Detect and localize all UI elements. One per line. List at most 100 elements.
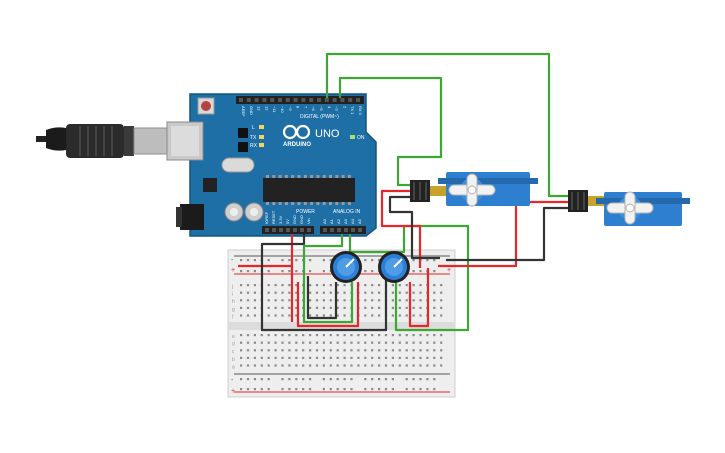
digital-pin-hole[interactable] — [278, 98, 282, 102]
terminal-hole[interactable] — [246, 341, 250, 344]
terminal-hole[interactable] — [350, 356, 353, 359]
terminal-hole[interactable] — [391, 349, 394, 352]
terminal-hole[interactable] — [336, 364, 339, 367]
terminal-hole[interactable] — [322, 299, 325, 302]
terminal-hole[interactable] — [288, 291, 291, 294]
terminal-hole[interactable] — [322, 341, 325, 344]
digital-pin-hole[interactable] — [270, 98, 275, 102]
terminal-hole[interactable] — [246, 306, 250, 309]
rail-hole[interactable] — [426, 259, 429, 262]
terminal-hole[interactable] — [440, 334, 443, 337]
terminal-hole[interactable] — [309, 349, 312, 352]
terminal-hole[interactable] — [391, 299, 394, 302]
rail-hole[interactable] — [371, 259, 374, 262]
terminal-hole[interactable] — [274, 349, 277, 352]
terminal-hole[interactable] — [274, 341, 277, 344]
rail-hole[interactable] — [246, 259, 250, 262]
terminal-hole[interactable] — [274, 356, 277, 359]
terminal-hole[interactable] — [336, 334, 339, 337]
terminal-hole[interactable] — [364, 299, 367, 302]
rail-hole[interactable] — [253, 270, 256, 273]
analog-pin-hole[interactable] — [358, 228, 362, 232]
terminal-hole[interactable] — [412, 356, 415, 359]
terminal-hole[interactable] — [378, 364, 381, 367]
terminal-hole[interactable] — [281, 349, 284, 352]
terminal-hole[interactable] — [364, 306, 367, 309]
terminal-hole[interactable] — [309, 291, 312, 294]
terminal-hole[interactable] — [412, 334, 415, 337]
digital-pin-hole[interactable] — [301, 98, 306, 102]
rail-hole[interactable] — [240, 388, 243, 391]
terminal-hole[interactable] — [295, 291, 298, 294]
terminal-hole[interactable] — [288, 334, 291, 337]
terminal-hole[interactable] — [398, 299, 401, 302]
terminal-hole[interactable] — [391, 334, 394, 337]
terminal-hole[interactable] — [350, 349, 353, 352]
rail-hole[interactable] — [288, 259, 291, 262]
terminal-hole[interactable] — [371, 291, 374, 294]
terminal-hole[interactable] — [391, 306, 394, 309]
rail-hole[interactable] — [329, 378, 332, 381]
terminal-hole[interactable] — [336, 349, 339, 352]
terminal-hole[interactable] — [322, 306, 325, 309]
terminal-hole[interactable] — [405, 291, 408, 294]
rail-hole[interactable] — [336, 388, 339, 391]
rail-hole[interactable] — [412, 259, 415, 262]
terminal-hole[interactable] — [322, 349, 325, 352]
rail-hole[interactable] — [309, 388, 312, 391]
terminal-hole[interactable] — [412, 349, 415, 352]
terminal-hole[interactable] — [253, 284, 256, 287]
terminal-hole[interactable] — [315, 334, 319, 337]
analog-pin-hole[interactable] — [330, 228, 334, 232]
terminal-hole[interactable] — [267, 291, 270, 294]
rail-hole[interactable] — [309, 259, 312, 262]
terminal-hole[interactable] — [260, 349, 263, 352]
terminal-hole[interactable] — [433, 356, 436, 359]
terminal-hole[interactable] — [253, 341, 256, 344]
rail-hole[interactable] — [412, 388, 415, 391]
terminal-hole[interactable] — [295, 284, 298, 287]
terminal-hole[interactable] — [246, 334, 250, 337]
digital-pin-hole[interactable] — [285, 98, 290, 102]
terminal-hole[interactable] — [246, 299, 250, 302]
terminal-hole[interactable] — [440, 364, 443, 367]
terminal-hole[interactable] — [309, 306, 312, 309]
rail-hole[interactable] — [302, 378, 305, 381]
terminal-hole[interactable] — [343, 291, 346, 294]
rail-hole[interactable] — [343, 378, 346, 381]
terminal-hole[interactable] — [288, 341, 291, 344]
rail-hole[interactable] — [433, 270, 436, 273]
rail-hole[interactable] — [378, 378, 381, 381]
analog-pin-hole[interactable] — [344, 228, 348, 232]
terminal-hole[interactable] — [246, 349, 250, 352]
terminal-hole[interactable] — [281, 284, 284, 287]
rail-hole[interactable] — [378, 259, 381, 262]
terminal-hole[interactable] — [433, 291, 436, 294]
terminal-hole[interactable] — [357, 356, 360, 359]
terminal-hole[interactable] — [336, 284, 339, 287]
rail-hole[interactable] — [281, 388, 284, 391]
terminal-hole[interactable] — [295, 314, 298, 317]
rail-hole[interactable] — [260, 378, 263, 381]
terminal-hole[interactable] — [315, 306, 319, 309]
digital-pin-hole[interactable] — [340, 98, 345, 102]
terminal-hole[interactable] — [419, 299, 422, 302]
terminal-hole[interactable] — [343, 364, 346, 367]
terminal-hole[interactable] — [440, 306, 443, 309]
rail-hole[interactable] — [253, 388, 256, 391]
terminal-hole[interactable] — [322, 334, 325, 337]
digital-pin-hole[interactable] — [348, 98, 353, 102]
digital-pin-hole[interactable] — [262, 98, 267, 102]
terminal-hole[interactable] — [295, 334, 298, 337]
power-pin-hole[interactable] — [279, 228, 283, 232]
terminal-hole[interactable] — [240, 356, 243, 359]
terminal-hole[interactable] — [267, 334, 270, 337]
terminal-hole[interactable] — [302, 349, 305, 352]
terminal-hole[interactable] — [253, 314, 256, 317]
terminal-hole[interactable] — [419, 334, 422, 337]
rail-hole[interactable] — [364, 378, 367, 381]
rail-hole[interactable] — [371, 388, 374, 391]
rail-hole[interactable] — [281, 378, 284, 381]
terminal-hole[interactable] — [309, 334, 312, 337]
